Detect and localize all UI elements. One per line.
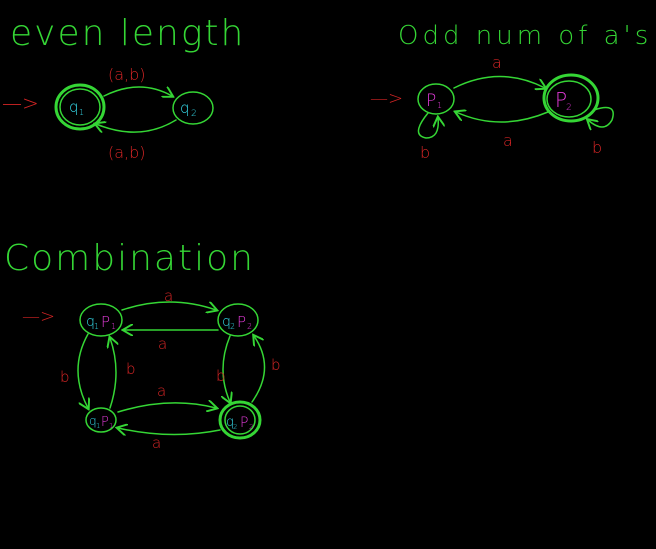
loop-label-p2: b (592, 138, 602, 157)
edge-p1-p2 (453, 75, 545, 89)
edge-br-tr (251, 336, 266, 403)
state-p1-sub: 1 (437, 101, 442, 110)
loop-label-p1: b (420, 143, 430, 162)
edge-p2-p1 (456, 112, 549, 123)
state-bl-ps: 1 (109, 422, 113, 430)
state-p1-label: P (426, 91, 436, 111)
state-bl-p: P (101, 415, 109, 430)
state-tl-q: q (86, 314, 95, 330)
state-p1: P 1 (417, 83, 455, 115)
loop-p2 (588, 106, 614, 127)
state-br-ps: 2 (249, 423, 253, 431)
state-tl-qs: 1 (94, 322, 99, 331)
state-tr-ps: 2 (247, 322, 252, 331)
edge-bl-br (117, 403, 216, 413)
state-q2p2-top: q 2 P 2 (217, 303, 259, 337)
state-tl-p: P (101, 313, 110, 331)
state-tl-ps: 1 (111, 322, 116, 331)
state-q1-label: q (69, 98, 79, 116)
edge-tl-bl (77, 333, 88, 408)
state-q1p1-start: q 1 P 1 (79, 303, 123, 337)
state-br-p: P (240, 415, 248, 431)
state-q1p1-bottom: q 1 P 1 (85, 407, 117, 433)
state-p2-sub: 2 (566, 103, 572, 113)
start-arrow-combo: —> (22, 306, 55, 327)
edge-label-combo-right-outer: b (271, 356, 281, 374)
title-combination: Combination (4, 238, 255, 279)
state-tr-q: q (222, 314, 231, 330)
edge-label-combo-left-outer: b (60, 368, 70, 386)
edge-label-combo-bottom: a (157, 382, 166, 400)
state-bl-q: q (89, 414, 97, 428)
loop-p1 (417, 112, 438, 139)
state-q2-sub: 2 (191, 109, 197, 119)
state-p2-label: P (555, 88, 567, 112)
state-q2p2-accepting: q 2 P 2 (218, 400, 262, 440)
start-arrow-even: —> (2, 91, 39, 115)
edge-q2-q1 (96, 119, 177, 132)
edge-label-bottom-odd: a (503, 131, 513, 150)
state-q2: q 2 (172, 91, 214, 125)
edge-label-combo-left-inner: b (126, 360, 136, 378)
state-q2-label: q (180, 99, 190, 117)
edge-label-combo-bottom-back: a (152, 434, 161, 452)
start-arrow-odd: —> (370, 88, 403, 109)
edge-br-bl (118, 428, 221, 435)
state-tr-qs: 2 (230, 322, 235, 331)
state-tr-p: P (237, 313, 246, 331)
edge-tl-tr (121, 301, 216, 310)
edge-tr-br (223, 335, 230, 402)
state-br-q: q (226, 415, 234, 430)
edge-label-top-odd: a (492, 53, 502, 72)
edge-label-top-even: (a,b) (108, 65, 146, 84)
state-q1: q 1 (54, 83, 106, 131)
state-br-qs: 2 (233, 423, 237, 431)
state-q1-sub: 1 (79, 108, 84, 117)
state-bl-qs: 1 (96, 422, 100, 430)
edge-bl-tl (110, 338, 116, 409)
edge-label-combo-top: a (164, 287, 173, 305)
edge-label-combo-top-back: a (158, 335, 167, 353)
title-odd-num-as: Odd num of a's (398, 21, 652, 51)
edge-label-bottom-even: (a,b) (108, 143, 146, 162)
state-p2: P 2 (542, 73, 600, 123)
title-even-length: even length (10, 13, 245, 54)
edge-q1-q2 (103, 87, 172, 96)
edge-label-combo-right-inner: b (216, 367, 226, 385)
